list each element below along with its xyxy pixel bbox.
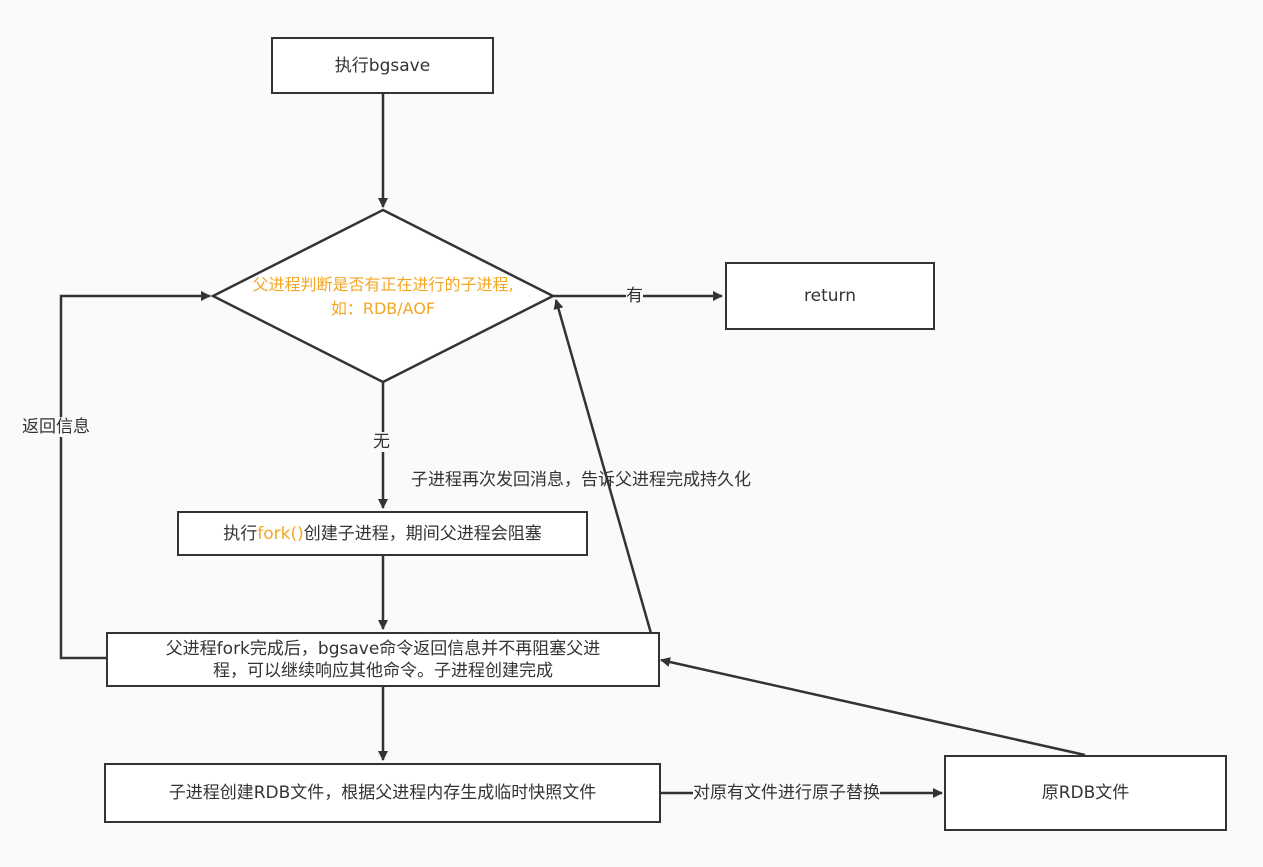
edge-label-replace: 对原有文件进行原子替换 (693, 783, 880, 803)
fork-label-suffix: 创建子进程，期间父进程会阻塞 (303, 523, 542, 544)
return-node: return (725, 262, 935, 330)
return-label: return (804, 286, 856, 306)
create-rdb-node: 子进程创建RDB文件，根据父进程内存生成临时快照文件 (104, 763, 661, 823)
edge-label-return-info: 返回信息 (22, 417, 90, 437)
bgsave-label: 执行bgsave (334, 55, 431, 76)
edge-return-info-loop (59, 291, 211, 660)
decision-label: 父进程判断是否有正在进行的子进程, 如：RDB/AOF (213, 273, 553, 321)
fork-label: 执行fork()创建子进程，期间父进程会阻塞 (223, 523, 541, 545)
orig-rdb-label: 原RDB文件 (1041, 783, 1130, 803)
decision-label-line1: 父进程判断是否有正在进行的子进程, (252, 275, 514, 294)
edge-child-notify (553, 299, 660, 659)
edge-label-no: 无 (373, 432, 390, 452)
fork-label-prefix: 执行 (223, 523, 258, 544)
fork-done-line1: 父进程fork完成后，bgsave命令返回信息并不再阻塞父进 (165, 638, 601, 659)
bgsave-node: 执行bgsave (271, 37, 494, 94)
fork-node: 执行fork()创建子进程，期间父进程会阻塞 (177, 511, 588, 556)
fork-done-node: 父进程fork完成后，bgsave命令返回信息并不再阻塞父进 程，可以继续响应其… (106, 632, 660, 687)
create-rdb-label: 子进程创建RDB文件，根据父进程内存生成临时快照文件 (168, 783, 597, 803)
edge-orig-rdb-to-done (660, 657, 1086, 757)
fork-label-highlight: fork() (257, 523, 304, 544)
edge-label-yes: 有 (626, 286, 643, 306)
fork-done-line2: 程，可以继续响应其他命令。子进程创建完成 (213, 660, 553, 681)
edge-label-child-notify: 子进程再次发回消息，告诉父进程完成持久化 (411, 470, 751, 490)
orig-rdb-node: 原RDB文件 (944, 755, 1227, 831)
decision-label-line2: 如：RDB/AOF (330, 299, 436, 318)
